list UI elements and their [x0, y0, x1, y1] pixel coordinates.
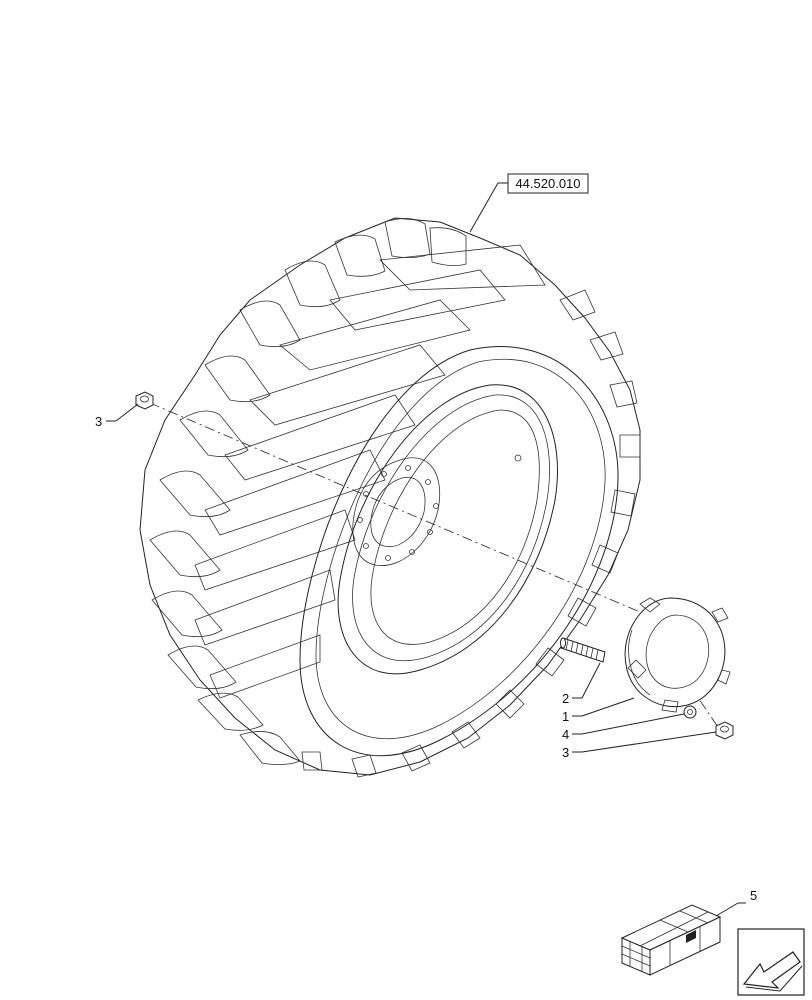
crate-kit-icon — [620, 904, 722, 976]
callout-2-stud: 2 — [562, 662, 601, 706]
callout-3-nut-right: 3 — [562, 731, 717, 760]
callout-3-nut-left: 3 — [95, 403, 139, 429]
callout-label: 4 — [562, 727, 569, 742]
nut-left — [135, 391, 154, 410]
callout-label: 5 — [750, 888, 757, 903]
callout-4-washer: 4 — [562, 713, 685, 742]
tread-lugs — [149, 218, 641, 778]
wheel-weight — [624, 597, 731, 713]
reference-box-text: 44.520.010 — [515, 176, 580, 191]
stud-bolt — [560, 637, 606, 663]
rim-bolt-holes — [357, 465, 439, 561]
nut-right — [715, 721, 734, 740]
wheel-rim — [337, 384, 558, 675]
callout-1-weight: 1 — [562, 697, 635, 724]
reference-box: 44.520.010 — [469, 173, 589, 233]
tractor-tire — [139, 217, 641, 778]
callout-label: 3 — [95, 414, 102, 429]
washer — [683, 705, 697, 719]
callout-label: 2 — [562, 691, 569, 706]
callout-label: 3 — [562, 745, 569, 760]
view-direction-arrow-icon — [737, 928, 805, 996]
callout-label: 1 — [562, 709, 569, 724]
callout-5-kit-box: 5 — [715, 888, 757, 917]
